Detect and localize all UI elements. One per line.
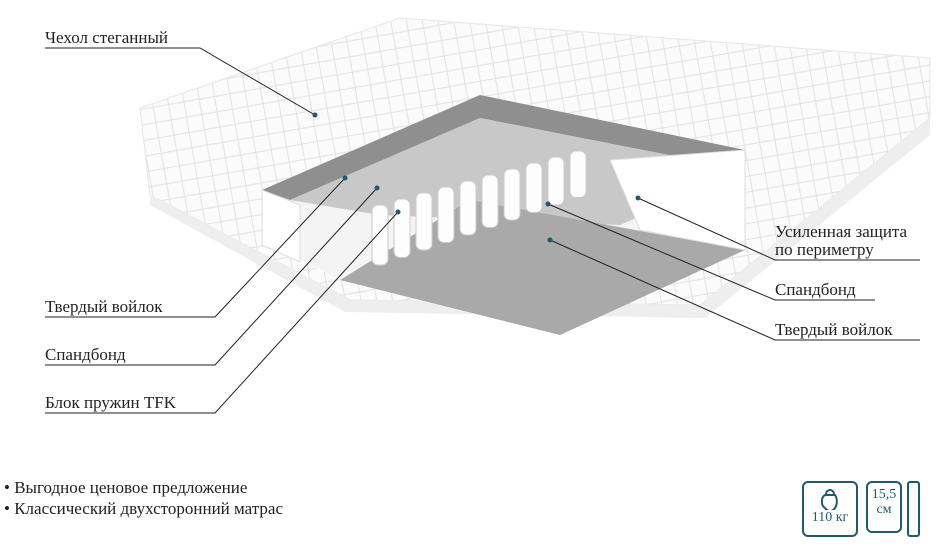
spring-coil — [437, 186, 455, 243]
label-felt-left: Твердый войлок — [45, 297, 163, 316]
spring-coil — [547, 156, 565, 206]
max-load-badge: 110 кг — [802, 481, 858, 537]
spring-coil — [371, 204, 389, 266]
spring-coil — [459, 180, 477, 236]
spring-coil — [415, 192, 433, 251]
label-spunbond-left: Спандбонд — [45, 345, 126, 364]
spring-coil — [481, 174, 499, 228]
feature-text: Выгодное ценовое предложение — [14, 478, 248, 497]
label-spunbond-right: Спандбонд — [775, 280, 856, 299]
height-unit: см — [876, 502, 892, 517]
label-cover: Чехол стеганный — [45, 28, 168, 47]
height-value: 15,5 — [871, 487, 897, 502]
label-spring-block: Блок пружин TFK — [45, 393, 176, 412]
spring-coil — [525, 162, 543, 213]
label-felt-right: Твердый войлок — [775, 320, 893, 339]
ruler-icon — [907, 481, 920, 537]
feature-item: • Классический двухсторонний матрас — [4, 499, 283, 518]
leader-dots — [312, 112, 641, 243]
weight-icon — [820, 489, 838, 510]
label-perimeter-2: по периметру — [775, 240, 874, 259]
height-badge: 15,5 см — [866, 481, 902, 533]
max-load-value: 110 кг — [811, 510, 849, 525]
spring-coil — [503, 168, 521, 221]
leader-lines — [45, 47, 920, 414]
feature-item: • Выгодное ценовое предложение — [4, 478, 248, 497]
spring-coil — [569, 150, 587, 198]
label-perimeter-1: Усиленная защита — [775, 222, 908, 241]
spring-coil — [393, 198, 411, 258]
feature-text: Классический двухсторонний матрас — [14, 499, 283, 518]
